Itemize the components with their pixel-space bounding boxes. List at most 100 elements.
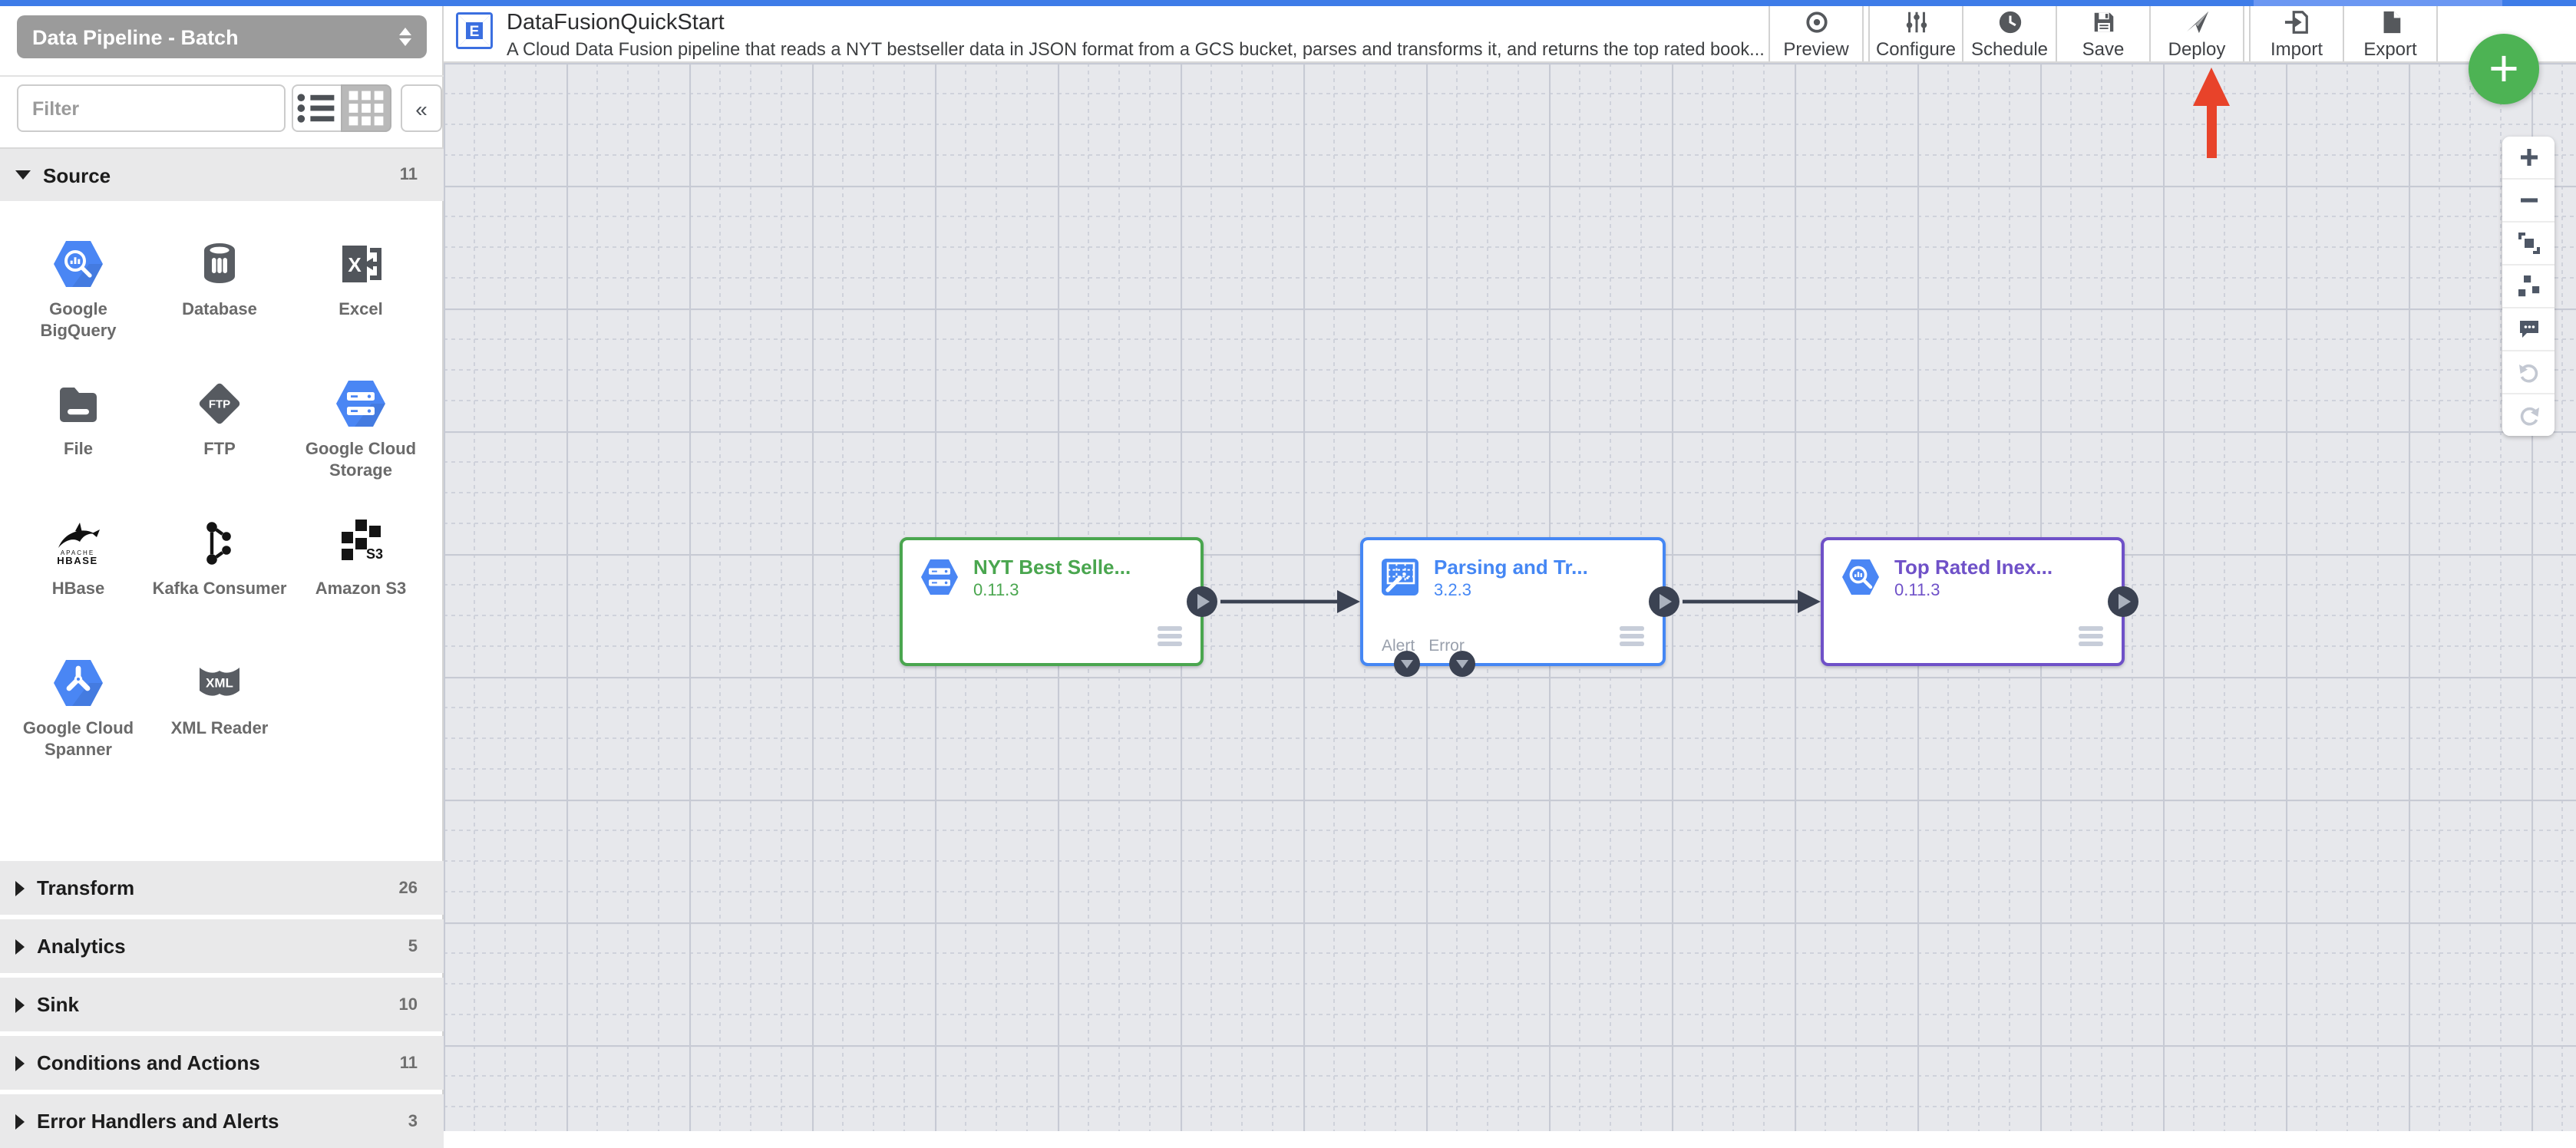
chevron-right-icon <box>15 1055 25 1070</box>
sidebar-collapse-button[interactable]: « <box>401 84 442 132</box>
node-menu-icon[interactable] <box>2079 626 2103 646</box>
import-button[interactable]: Import <box>2249 6 2343 61</box>
canvas-tool-stack <box>2502 137 2555 436</box>
plugin-sidebar: Data Pipeline - Batch « Source 11 Google… <box>0 6 444 1148</box>
zoom-out-button[interactable] <box>2502 180 2555 223</box>
list-view-icon <box>297 94 335 123</box>
gcs-icon <box>336 381 385 427</box>
chevron-right-icon <box>15 1113 25 1129</box>
section-header-transform[interactable]: Transform 26 <box>0 861 444 915</box>
spanner-icon <box>54 660 103 706</box>
node-title: NYT Best Selle... <box>973 556 1131 579</box>
section-label: Sink <box>37 993 79 1016</box>
plugin-item-excel[interactable]: X Excel <box>290 232 431 371</box>
node-alert-port[interactable] <box>1394 651 1420 677</box>
pipeline-toolbar: Preview Configure Schedule Save <box>1769 6 2438 61</box>
plugin-item-ftp[interactable]: FTP FTP <box>149 371 290 511</box>
section-header-conditions-and-actions[interactable]: Conditions and Actions 11 <box>0 1036 444 1090</box>
gcs-icon <box>921 559 958 595</box>
section-label: Error Handlers and Alerts <box>37 1110 279 1133</box>
plugin-item-amazon-s3[interactable]: S3 Amazon S3 <box>290 511 431 651</box>
preview-button[interactable]: Preview <box>1769 6 1862 61</box>
deploy-button[interactable]: Deploy <box>2149 6 2243 61</box>
caret-down-icon <box>1456 660 1468 668</box>
section-header-analytics[interactable]: Analytics 5 <box>0 919 444 973</box>
schedule-button[interactable]: Schedule <box>1962 6 2056 61</box>
import-icon <box>2284 10 2307 33</box>
data-fusion-logo-icon: E <box>456 12 493 49</box>
align-nodes-button[interactable] <box>2502 266 2555 308</box>
redo-button[interactable] <box>2502 394 2555 436</box>
plugin-item-file[interactable]: File <box>8 371 149 511</box>
section-count: 11 <box>399 166 418 184</box>
play-icon <box>2119 594 2131 609</box>
section-label: Transform <box>37 876 135 899</box>
save-button[interactable]: Save <box>2056 6 2149 61</box>
node-nyt-best-sellers[interactable]: NYT Best Selle... 0.11.3 <box>900 537 1217 666</box>
plugin-item-database[interactable]: Database <box>149 232 290 371</box>
filter-input[interactable] <box>17 84 286 132</box>
wrangler-icon <box>1382 559 1418 595</box>
section-count: 3 <box>408 1112 418 1130</box>
node-output-port[interactable] <box>1187 586 1217 617</box>
node-output-port[interactable] <box>1649 586 1679 617</box>
floppy-icon <box>2093 12 2113 31</box>
section-header-error-handlers-and-alerts[interactable]: Error Handlers and Alerts 3 <box>0 1094 444 1148</box>
play-icon <box>1197 594 1210 609</box>
plugin-label: Google Cloud Spanner <box>22 720 134 760</box>
comments-button[interactable] <box>2502 308 2555 351</box>
section-count: 11 <box>399 1054 418 1072</box>
section-label: Conditions and Actions <box>37 1051 260 1074</box>
pipeline-type-select[interactable]: Data Pipeline - Batch <box>17 15 427 58</box>
chevron-right-icon <box>15 997 25 1012</box>
export-button[interactable]: Export <box>2343 6 2436 61</box>
grid-view-button[interactable] <box>341 84 391 132</box>
node-output-port[interactable] <box>2108 586 2138 617</box>
play-icon <box>1660 594 1672 609</box>
svg-text:APACHE: APACHE <box>61 549 94 556</box>
plugin-label: Kafka Consumer <box>152 580 287 599</box>
plugin-label: Amazon S3 <box>315 580 407 599</box>
node-version: 0.11.3 <box>1894 582 1940 600</box>
configure-button[interactable]: Configure <box>1868 6 1962 61</box>
comment-bubble-icon <box>2519 321 2538 338</box>
node-parsing-and-transform[interactable]: Parsing and Tr... 3.2.3 Alert Error <box>1360 537 1679 677</box>
undo-button[interactable] <box>2502 351 2555 394</box>
plugin-label: XML Reader <box>170 720 269 738</box>
s3-icon: S3 <box>340 518 383 562</box>
node-menu-icon[interactable] <box>1620 626 1644 646</box>
bigquery-icon <box>54 241 103 287</box>
section-header-source[interactable]: Source 11 <box>0 147 444 201</box>
node-error-port[interactable] <box>1449 651 1475 677</box>
database-icon <box>204 243 235 283</box>
svg-text:E: E <box>470 24 480 40</box>
chevron-right-icon <box>15 880 25 896</box>
plugin-label: File <box>64 440 93 459</box>
node-top-rated-inexpensive[interactable]: Top Rated Inex... 0.11.3 <box>1821 537 2138 666</box>
list-view-button[interactable] <box>292 84 342 132</box>
fit-to-screen-button[interactable] <box>2502 223 2555 266</box>
pipeline-type-value: Data Pipeline - Batch <box>32 25 239 48</box>
section-header-sink[interactable]: Sink 10 <box>0 978 444 1031</box>
plugin-item-xml-reader[interactable]: XML XML Reader <box>149 651 290 790</box>
node-title: Top Rated Inex... <box>1894 556 2053 579</box>
caret-down-icon <box>1401 660 1413 668</box>
plugin-item-google-bigquery[interactable]: Google BigQuery <box>8 232 149 371</box>
section-count: 5 <box>408 937 418 955</box>
clock-icon <box>1998 10 2021 33</box>
plugin-item-google-cloud-spanner[interactable]: Google Cloud Spanner <box>8 651 149 790</box>
top-accent-bar-segment <box>2254 0 2502 6</box>
node-menu-icon[interactable] <box>1158 626 1182 646</box>
node-version: 3.2.3 <box>1434 582 1471 600</box>
section-label: Source <box>43 163 111 186</box>
plugin-item-google-cloud-storage[interactable]: Google Cloud Storage <box>290 371 431 511</box>
plugin-label: Database <box>182 301 257 319</box>
plugin-item-kafka-consumer[interactable]: Kafka Consumer <box>149 511 290 651</box>
pipeline-canvas[interactable]: NYT Best Selle... 0.11.3 Parsing and Tr.… <box>444 63 2576 1131</box>
zoom-in-button[interactable] <box>2502 137 2555 180</box>
plugin-label: Google BigQuery <box>40 301 117 341</box>
undo-icon <box>2518 364 2538 383</box>
add-fab-button[interactable]: + <box>2469 34 2539 104</box>
